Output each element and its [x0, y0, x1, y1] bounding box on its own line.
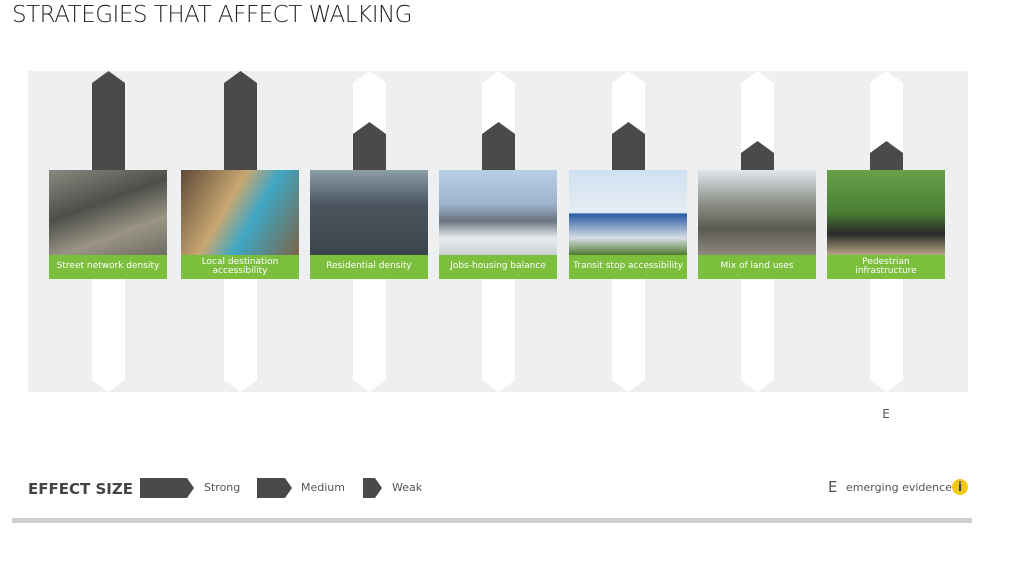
strategy-card-residential-density: Residential density	[310, 170, 428, 279]
legend-title: EFFECT SIZE	[28, 480, 133, 498]
strategy-column: Residential density	[310, 71, 428, 392]
legend-weak: Weak	[392, 481, 423, 494]
strategy-photo	[310, 170, 428, 255]
effect-arrow-medium	[612, 122, 645, 170]
emerging-mark: E	[828, 478, 838, 496]
weak-arrow-icon	[363, 478, 382, 498]
strategy-card-street-network-density: Street network density	[49, 170, 167, 279]
medium-arrow-icon	[257, 478, 292, 498]
strategy-column: Jobs-housing balance	[439, 71, 557, 392]
strategy-photo	[49, 170, 167, 255]
strategy-photo	[827, 170, 945, 255]
strategy-card-pedestrian-infrastructure: Pedestrian infrastructure	[827, 170, 945, 279]
strategy-column: Street network density	[49, 71, 167, 392]
divider	[12, 518, 972, 523]
emerging-evidence-mark: E	[882, 407, 890, 421]
legend: EFFECT SIZE Strong Medium Weak E emergin…	[28, 478, 978, 498]
strategy-card-jobs-housing-balance: Jobs-housing balance	[439, 170, 557, 279]
effect-arrow-strong	[92, 71, 125, 170]
effect-arrow-medium	[482, 122, 515, 170]
strategy-photo	[439, 170, 557, 255]
strategy-label: Jobs-housing balance	[439, 255, 557, 279]
legend-medium: Medium	[301, 481, 345, 494]
info-icon[interactable]: i	[952, 479, 968, 495]
strategy-label: Mix of land uses	[698, 255, 816, 279]
strategy-column: Pedestrian infrastructure E	[827, 71, 945, 421]
legend-strong: Strong	[204, 481, 241, 494]
strategy-card-mix-of-land-uses: Mix of land uses	[698, 170, 816, 279]
strategy-label: Transit stop accessibility	[569, 255, 687, 279]
strategy-column: Mix of land uses	[698, 71, 816, 392]
strategy-card-transit-stop-accessibility: Transit stop accessibility	[569, 170, 687, 279]
strategy-photo	[181, 170, 299, 255]
page-title: STRATEGIES THAT AFFECT WALKING	[12, 2, 413, 28]
strategy-label: Local destination accessibility	[181, 255, 299, 279]
legend-emerging: emerging evidence	[846, 481, 952, 494]
strategy-card-local-destination-accessibility: Local destination accessibility	[181, 170, 299, 279]
strategy-photo	[698, 170, 816, 255]
strategy-label: Street network density	[49, 255, 167, 279]
strong-arrow-icon	[140, 478, 194, 498]
strategy-label: Residential density	[310, 255, 428, 279]
strategy-label: Pedestrian infrastructure	[827, 255, 945, 279]
strategy-column: Transit stop accessibility	[569, 71, 687, 392]
effect-arrow-strong	[224, 71, 257, 170]
strategy-photo	[569, 170, 687, 255]
effect-arrow-medium	[353, 122, 386, 170]
strategy-column: Local destination accessibility	[181, 71, 299, 392]
